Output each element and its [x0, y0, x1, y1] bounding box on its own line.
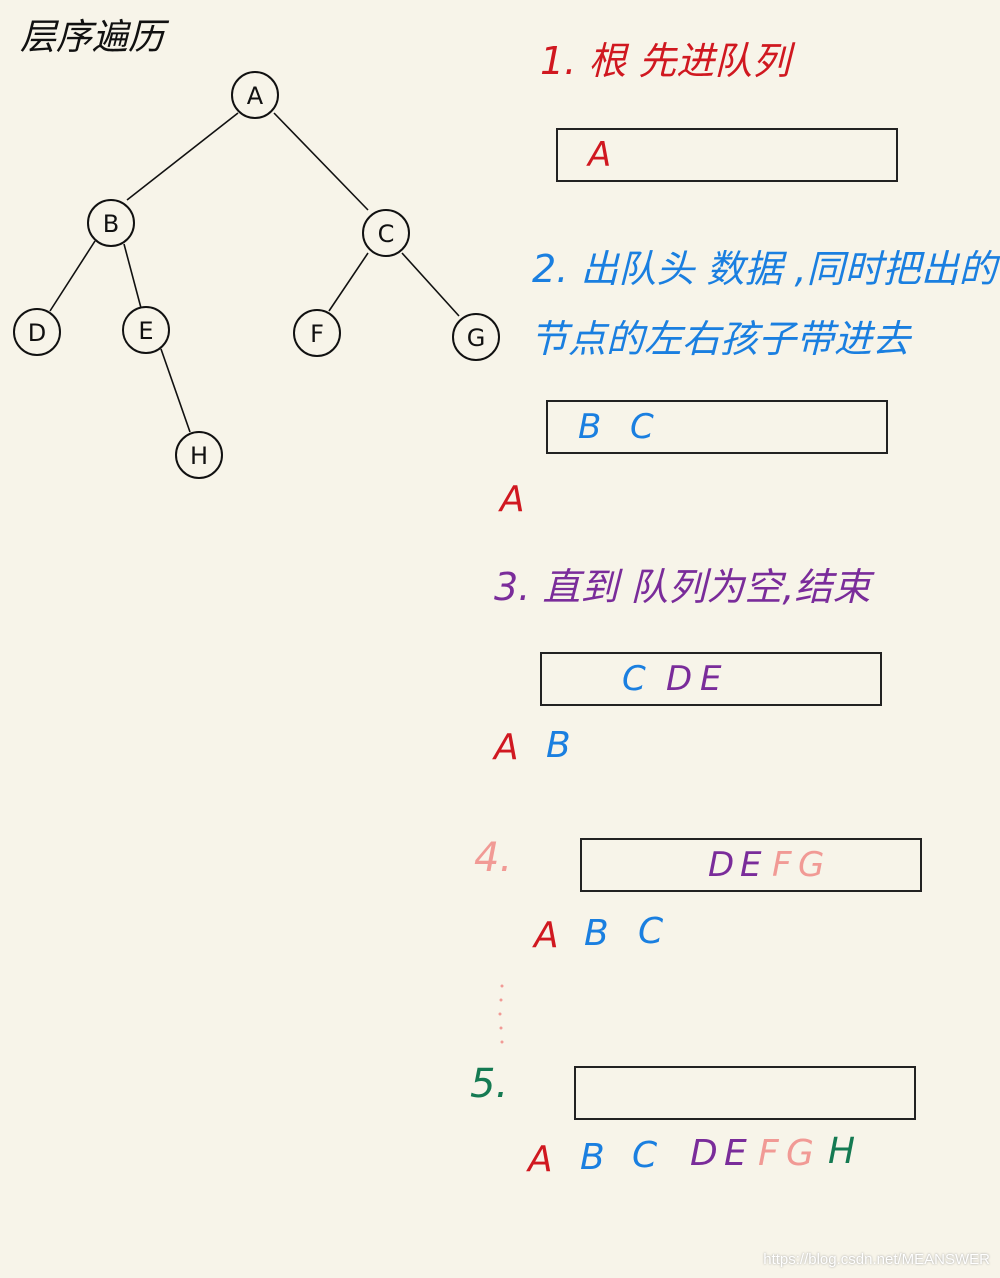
node-a-label: A	[247, 82, 264, 110]
step1-text: 1. 根 先进队列	[540, 39, 791, 83]
node-d-label: D	[28, 319, 46, 347]
step1-queue-text: A	[588, 135, 612, 175]
step4-queue-d: D	[708, 845, 735, 885]
step5-output-b: B	[580, 1137, 605, 1178]
edge-c-g	[401, 252, 460, 317]
edge-b-d	[49, 240, 96, 312]
node-e-circle	[122, 306, 170, 354]
binary-tree-diagram: A B C D E F G H	[13, 71, 500, 479]
step4-output-a: A	[534, 915, 559, 956]
node-a-circle	[231, 71, 279, 119]
node-g-circle	[452, 313, 500, 361]
step5-output-h: H	[828, 1131, 856, 1172]
step2-queue-c: C	[630, 407, 654, 447]
step3-queue-e: E	[700, 659, 722, 699]
step4-label: 4.	[474, 835, 513, 881]
step3-queue-d: D	[666, 659, 693, 699]
step3-queue-c: C	[622, 659, 646, 699]
step4-queue-e: E	[740, 845, 762, 885]
step5-output-g: G	[786, 1133, 814, 1174]
node-c-label: C	[378, 220, 395, 248]
step2-output-a: A	[500, 479, 525, 520]
node-d-circle	[13, 308, 61, 356]
step3-text: 3. 直到 队列为空,结束	[494, 565, 871, 609]
step5-output-e: E	[724, 1133, 747, 1174]
ellipsis-dots	[498, 984, 504, 1044]
step2-text-line2: 节点的左右孩子带进去	[530, 317, 911, 361]
node-c-circle	[362, 209, 410, 257]
step5-output-a: A	[528, 1139, 553, 1180]
step2-queue-b: B	[578, 407, 602, 447]
edge-e-h	[160, 348, 191, 433]
node-f-label: F	[310, 320, 324, 348]
step4-output-b: B	[584, 913, 609, 954]
step2-queue-box: B C	[546, 400, 888, 454]
step5-output-d: D	[690, 1133, 718, 1174]
step5-output-f: F	[758, 1133, 779, 1174]
step3-output-a: A	[494, 727, 519, 768]
step4-output-c: C	[638, 911, 664, 952]
node-g-label: G	[467, 324, 486, 352]
step1-queue-box: A	[556, 128, 898, 182]
step5-label: 5.	[470, 1061, 509, 1107]
node-h-circle	[175, 431, 223, 479]
node-h-label: H	[190, 442, 208, 470]
step3-queue-box: C D E	[540, 652, 882, 706]
page-title: 层序遍历	[20, 17, 165, 58]
node-e-label: E	[138, 317, 153, 345]
step4-queue-g: G	[798, 845, 825, 885]
node-f-circle	[293, 309, 341, 357]
edge-a-b	[126, 112, 239, 201]
step4-queue-box: D E F G	[580, 838, 922, 892]
step5-queue-box	[574, 1066, 916, 1120]
step3-output-b: B	[546, 725, 571, 766]
edge-b-e	[123, 243, 142, 309]
node-b-label: B	[103, 210, 119, 238]
edge-c-f	[328, 252, 369, 312]
edge-a-c	[273, 112, 369, 211]
watermark: https://blog.csdn.net/MEANSWER	[763, 1251, 990, 1268]
step4-queue-f: F	[772, 845, 792, 885]
node-b-circle	[87, 199, 135, 247]
step2-text-line1: 2. 出队头 数据 ,同时把出的	[532, 247, 997, 291]
step5-output-c: C	[632, 1135, 658, 1176]
